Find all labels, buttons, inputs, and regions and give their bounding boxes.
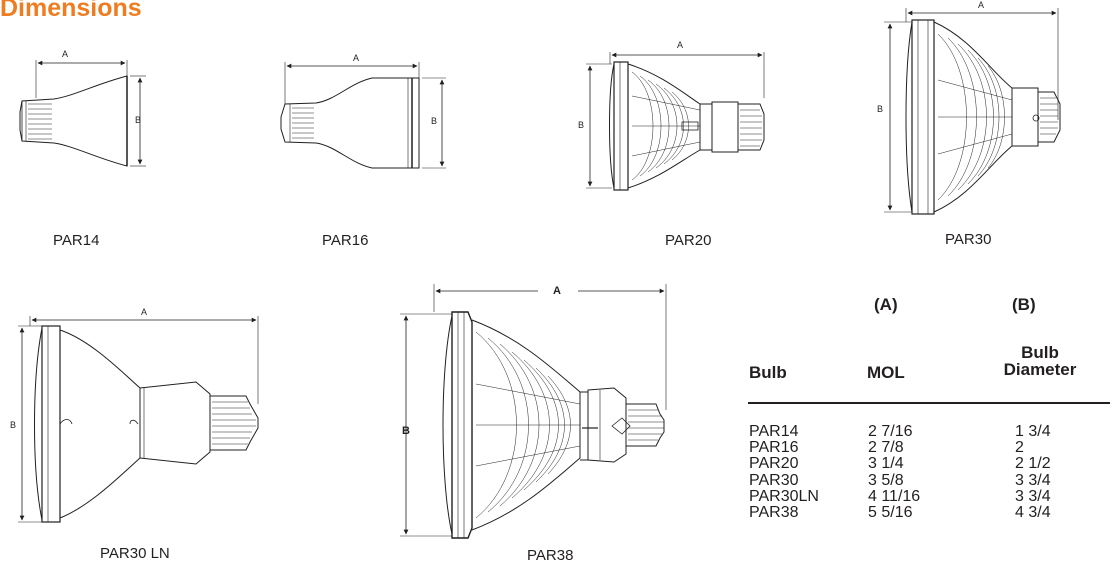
dimension-b-label: B [877, 104, 883, 114]
table-cell-mol: 2 7/16 [868, 423, 913, 440]
column-header-diameter: Bulb Diameter [994, 344, 1086, 378]
bulb-caption-par14: PAR14 [53, 232, 100, 249]
table-cell-mol: 5 5/16 [868, 504, 913, 522]
table-cell-diameter: 2 [1015, 439, 1024, 457]
par30-drawing: A B [877, 0, 1061, 215]
bulb-caption-par30ln: PAR30 LN [100, 545, 170, 562]
dimension-b-label: B [10, 420, 16, 430]
table-cell-diameter: 3 3/4 [1015, 487, 1051, 505]
table-cell-mol: 2 7/8 [868, 439, 904, 457]
bulb-caption-par38: PAR38 [527, 547, 574, 564]
table-cell-bulb: PAR38 [749, 504, 799, 522]
column-header-diameter-line1: Bulb [1021, 343, 1059, 362]
column-header-mol: MOL [867, 363, 905, 382]
dimension-b-label: B [135, 115, 141, 125]
dimension-a-label: A [353, 53, 359, 63]
dimension-a-label: A [677, 40, 683, 50]
group-header-a: (A) [874, 295, 898, 314]
table-cell-bulb: PAR20 [749, 455, 799, 473]
table-cell-diameter: 3 3/4 [1015, 471, 1051, 489]
bulb-caption-par20: PAR20 [665, 232, 712, 249]
table-cell-bulb: PAR16 [749, 439, 799, 457]
dimension-b-label: B [431, 116, 437, 126]
page-title: Dimensions [0, 0, 142, 22]
mol-column: 2 7/16 2 7/8 3 1/4 3 5/8 4 11/16 5 5/16 [868, 423, 921, 522]
table-cell-diameter: 2 1/2 [1015, 455, 1051, 473]
table-cell-mol: 3 1/4 [868, 455, 904, 473]
table-cell-bulb: PAR14 [749, 423, 799, 440]
bulb-column: PAR14 PAR16 PAR20 PAR30 PAR30LN PAR38 [749, 423, 819, 522]
par20-drawing: A B [578, 40, 765, 191]
dimension-b-label: B [402, 425, 410, 437]
par38-drawing: A B [400, 284, 667, 539]
diameter-column: 1 3/4 2 2 1/2 3 3/4 3 3/4 4 3/4 [1015, 423, 1051, 522]
column-header-diameter-line2: Diameter [1003, 360, 1077, 379]
dimension-a-label: A [141, 307, 147, 317]
par30ln-drawing: A B [10, 307, 259, 523]
table-cell-bulb: PAR30LN [749, 487, 819, 505]
table-cell-bulb: PAR30 [749, 471, 799, 489]
bulb-caption-par16: PAR16 [322, 232, 369, 249]
par14-drawing: A B [19, 49, 146, 167]
column-header-bulb: Bulb [749, 363, 787, 382]
table-cell-diameter: 4 3/4 [1015, 504, 1051, 522]
dimension-b-label: B [578, 120, 584, 130]
table-cell-mol: 4 11/16 [868, 487, 921, 505]
bulb-caption-par30: PAR30 [945, 231, 992, 248]
table-cell-diameter: 1 3/4 [1015, 423, 1051, 440]
table-cell-mol: 3 5/8 [868, 471, 904, 489]
par16-drawing: A B [280, 53, 446, 169]
table-header-rule [748, 402, 1110, 404]
group-header-b: (B) [1012, 295, 1036, 314]
dimension-a-label: A [62, 49, 68, 59]
dimension-a-label: A [978, 0, 984, 10]
dimension-a-label: A [553, 285, 561, 297]
